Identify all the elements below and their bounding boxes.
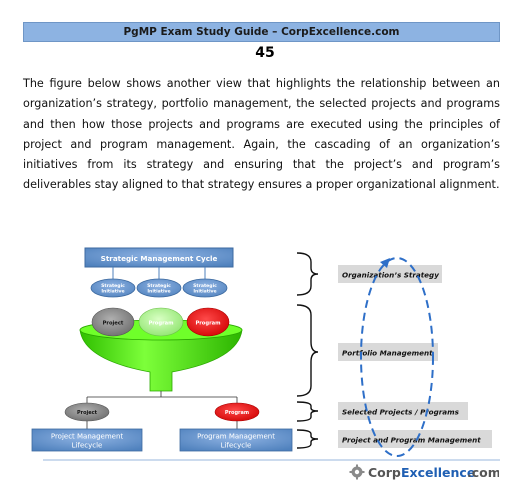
label-strategy: Organization’s Strategy: [342, 271, 439, 280]
gear-icon: [349, 464, 365, 480]
brace-portfolio: [296, 304, 319, 397]
label-management: Project and Program Management: [342, 436, 481, 445]
cycle-arrow-top-icon: [380, 258, 390, 268]
label-box-management: [338, 430, 492, 448]
label-box-strategy: [338, 265, 442, 283]
corpexcellence-logo: Corp Excellence .com: [349, 462, 501, 482]
svg-text:Program: Program: [225, 410, 249, 416]
logo-corp: Corp: [368, 465, 401, 480]
svg-text:Program: Program: [195, 321, 220, 327]
svg-text:Program Management: Program Management: [197, 433, 275, 441]
svg-text:Strategic: Strategic: [193, 283, 217, 289]
funnel-program-circle-green: Program: [138, 307, 184, 337]
project-lifecycle-box: Project Management Lifecycle: [31, 428, 143, 452]
funnel-program-circle-red: Program: [186, 307, 230, 337]
strategic-initiative-3: Strategic Initiative: [182, 278, 228, 298]
brace-selected: [296, 401, 319, 422]
label-selected: Selected Projects / Programs: [342, 408, 460, 417]
svg-text:Initiative: Initiative: [147, 289, 170, 295]
svg-text:Strategic: Strategic: [101, 283, 125, 289]
strategic-cycle-label: Strategic Management Cycle: [101, 254, 218, 263]
logo-excellence: Excellence: [401, 465, 475, 480]
cascade-cycle-ellipse: [360, 257, 434, 457]
svg-text:Lifecycle: Lifecycle: [221, 442, 252, 450]
page-number: 45: [255, 45, 275, 61]
label-box-portfolio: [338, 343, 438, 361]
logo-domain: .com: [467, 465, 499, 480]
strategic-initiative-2: Strategic Initiative: [136, 278, 182, 298]
strategic-initiative-1: Strategic Initiative: [90, 278, 136, 298]
page-header: PgMP Exam Study Guide – CorpExcellence.c…: [23, 22, 500, 42]
header-title: PgMP Exam Study Guide – CorpExcellence.c…: [123, 26, 400, 38]
svg-text:Initiative: Initiative: [193, 289, 216, 295]
svg-text:Project Management: Project Management: [51, 433, 124, 441]
program-lifecycle-box: Program Management Lifecycle: [179, 428, 293, 452]
body-paragraph: The figure below shows another view that…: [23, 77, 500, 192]
svg-text:Strategic: Strategic: [147, 283, 171, 289]
svg-text:Program: Program: [148, 321, 173, 327]
svg-text:Lifecycle: Lifecycle: [72, 442, 103, 450]
brace-strategy: [296, 252, 319, 296]
selected-program: Program: [214, 402, 260, 422]
selected-project: Project: [64, 402, 110, 422]
alignment-diagram: Strategic Management Cycle Strategic Ini…: [31, 247, 500, 461]
svg-text:Project: Project: [103, 321, 124, 327]
label-box-selected: [338, 402, 468, 420]
funnel-project-circle: Project: [91, 307, 135, 337]
label-portfolio: Portfolio Management: [342, 349, 433, 358]
svg-text:Project: Project: [77, 410, 98, 416]
brace-management: [296, 429, 319, 449]
svg-text:Initiative: Initiative: [101, 289, 124, 295]
